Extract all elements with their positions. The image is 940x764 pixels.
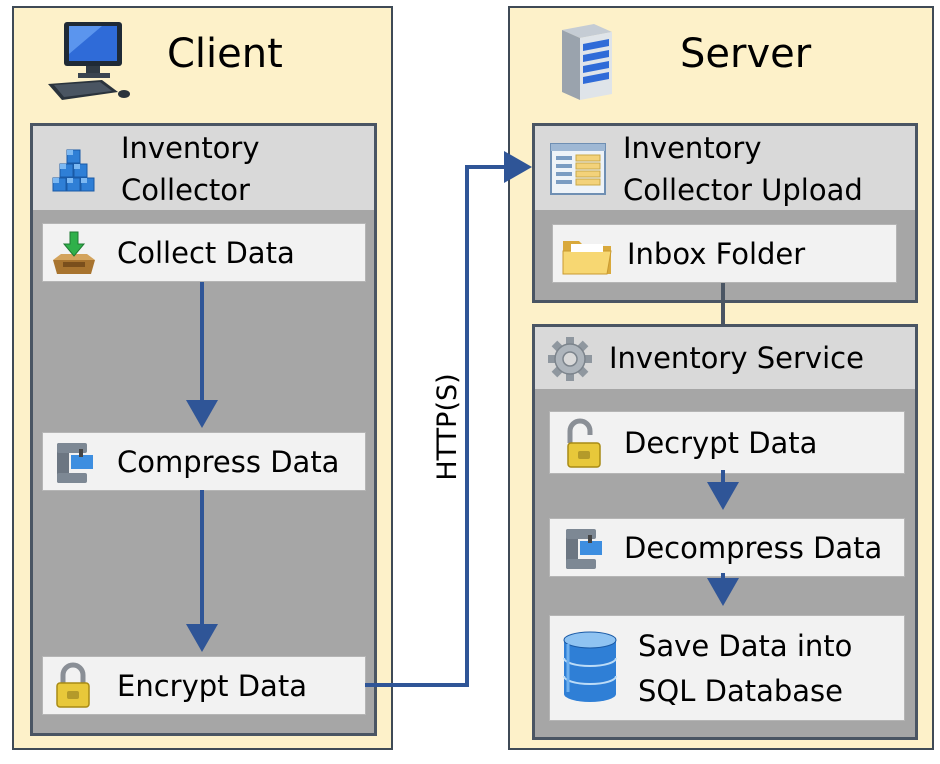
- server-icon: [562, 24, 612, 100]
- inbox-folder-label: Inbox Folder: [627, 237, 806, 271]
- decrypt-data-label: Decrypt Data: [624, 426, 818, 460]
- server-title: Server: [680, 31, 812, 77]
- service-header: Inventory Service: [535, 327, 915, 389]
- decompress-data-label: Decompress Data: [624, 531, 883, 565]
- save-data-label-line1: Save Data into: [638, 629, 853, 663]
- decompress-data-step: Decompress Data: [549, 518, 905, 577]
- vise-clamp-icon: [566, 529, 602, 569]
- server-container: Server Inventory Collector Upload: [508, 6, 934, 750]
- inventory-collector-upload-panel: Inventory Collector Upload Inbox Folder: [532, 123, 918, 303]
- inventory-collector-title-line1: Inventory: [121, 131, 260, 165]
- http-protocol-label: HTTP(S): [432, 373, 463, 481]
- open-padlock-icon: [567, 418, 601, 468]
- computer-icon: [48, 22, 130, 100]
- inventory-collector-header: Inventory Collector: [33, 126, 374, 210]
- encrypt-data-step: Encrypt Data: [42, 656, 366, 715]
- decrypt-data-step: Decrypt Data: [549, 411, 905, 474]
- encrypt-data-label: Encrypt Data: [117, 669, 307, 703]
- inbox-download-icon: [53, 231, 95, 274]
- http-connection-line: [365, 151, 532, 687]
- upload-title-line2: Collector Upload: [623, 173, 863, 207]
- database-icon: [563, 631, 617, 702]
- form-icon: [550, 143, 606, 195]
- inventory-service-title: Inventory Service: [609, 341, 864, 375]
- save-data-step: Save Data into SQL Database: [549, 615, 905, 721]
- collect-data-step: Collect Data: [42, 223, 366, 282]
- inbox-folder-item: Inbox Folder: [552, 224, 897, 283]
- padlock-icon: [56, 662, 90, 708]
- gear-icon: [548, 337, 592, 381]
- upload-header: Inventory Collector Upload: [535, 126, 915, 210]
- upload-title-line1: Inventory: [623, 131, 762, 165]
- client-title: Client: [167, 31, 283, 77]
- inventory-service-panel: Inventory Service Decrypt Data Decompres…: [532, 324, 918, 740]
- compress-data-label: Compress Data: [117, 445, 340, 479]
- folder-icon: [562, 241, 612, 275]
- save-data-label-line2: SQL Database: [638, 674, 843, 708]
- collect-data-label: Collect Data: [117, 236, 295, 270]
- cubes-icon: [52, 149, 95, 192]
- vise-clamp-icon: [57, 443, 93, 483]
- compress-data-step: Compress Data: [42, 432, 366, 491]
- inventory-collector-title-line2: Collector: [121, 173, 250, 207]
